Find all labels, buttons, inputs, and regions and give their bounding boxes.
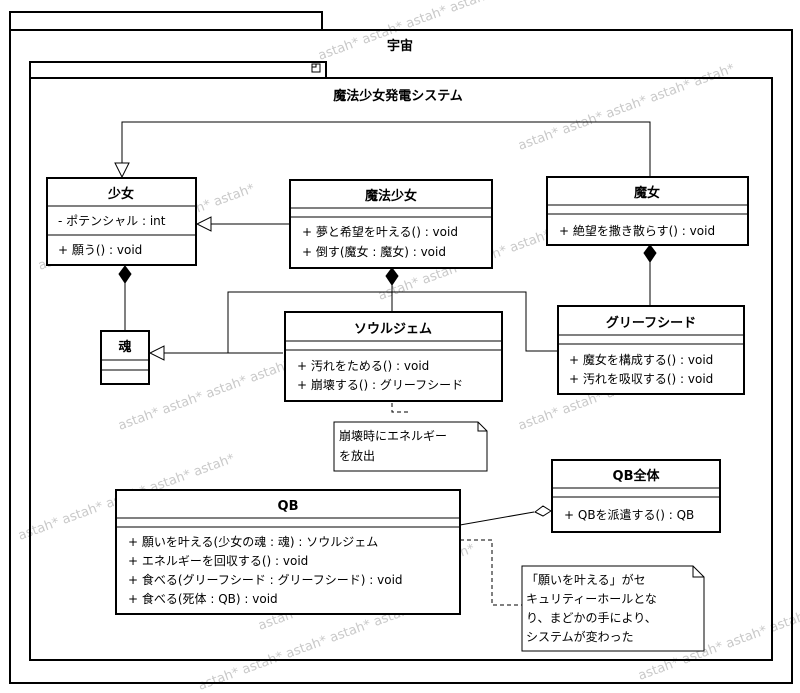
generalization-arrowhead: [195, 216, 212, 232]
note-line: キュリティーホールとな: [526, 592, 657, 606]
class-name: 少女: [107, 186, 134, 202]
class-soul-gem[interactable]: ソウルジェム + 汚れをためる() : void + 崩壊する() : グリーフ…: [284, 311, 503, 402]
class-name: QB全体: [613, 468, 661, 484]
operation: + 願う() : void: [58, 243, 142, 257]
operation: + 絶望を撒き散らす() : void: [559, 223, 715, 238]
class-name: 魔法少女: [365, 188, 417, 204]
composition-diamond: [643, 244, 657, 263]
operation: + 汚れをためる() : void: [297, 359, 429, 373]
note-collapse-energy[interactable]: 崩壊時にエネルギー を放出: [333, 421, 488, 472]
generalization-soul-tamashii[interactable]: [227, 291, 558, 354]
operation: + 汚れを吸収する() : void: [569, 372, 713, 386]
class-qb-zentai[interactable]: QB全体 + QBを派遣する() : QB: [551, 459, 721, 533]
operation: + 崩壊する() : グリーフシード: [297, 378, 463, 392]
operation: + 食べる(死体 : QB) : void: [128, 591, 278, 606]
operation: + エネルギーを回収する() : void: [128, 554, 308, 568]
operation: + 食べる(グリーフシード : グリーフシード) : void: [128, 572, 403, 587]
class-majo[interactable]: 魔女 + 絶望を撒き散らす() : void: [546, 176, 749, 246]
note-line: 崩壊時にエネルギー: [339, 429, 447, 443]
class-mahou-shoujo[interactable]: 魔法少女 + 夢と希望を叶える() : void + 倒す(魔女 : 魔女) :…: [289, 179, 493, 269]
operation: + 願いを叶える(少女の魂 : 魂) : ソウルジェム: [128, 534, 378, 549]
note-line: 「願いを叶える」がセ: [526, 572, 646, 587]
class-name: 魔女: [634, 185, 660, 201]
class-name: ソウルジェム: [354, 322, 432, 337]
generalization-majo-shoujo[interactable]: [121, 121, 651, 177]
class-grief-seed[interactable]: グリーフシード + 魔女を構成する() : void + 汚れを吸収する() :…: [557, 305, 745, 395]
generalization-arrowhead: [114, 162, 130, 179]
composition-diamond: [118, 265, 132, 284]
note-line: り、まどかの手により、: [526, 611, 657, 625]
note-anchor-wish: [460, 539, 522, 606]
package-system-label: 魔法少女発電システム: [333, 88, 463, 104]
package-mahou-shoujo-system[interactable]: 魔法少女発電システム: [29, 61, 773, 661]
generalization-arrowhead: [148, 345, 165, 361]
package-uchuu-label: 宇宙: [387, 38, 413, 54]
operation: + QBを派遣する() : QB: [564, 507, 694, 522]
composition-diamond: [385, 267, 399, 286]
class-shoujo[interactable]: 少女 - ポテンシャル : int + 願う() : void: [46, 177, 197, 266]
class-name: QB: [278, 499, 299, 514]
aggregation-qb-qbzentai[interactable]: [459, 511, 535, 526]
note-line: を放出: [339, 448, 375, 463]
watermark: astah* astah* astah* astah* astah*: [316, 0, 537, 64]
note-anchor-collapse: [391, 403, 410, 413]
class-name: 魂: [118, 339, 131, 355]
operation: + 魔女を構成する() : void: [569, 352, 713, 367]
package-icon: [311, 63, 321, 73]
watermark: astah* astah* astah* astah* astah*: [516, 61, 737, 154]
class-tamashii[interactable]: 魂: [100, 330, 150, 385]
package-uchuu[interactable]: 宇宙: [9, 11, 793, 684]
note-line: システムが変わった: [526, 629, 634, 644]
class-qb[interactable]: QB + 願いを叶える(少女の魂 : 魂) : ソウルジェム + エネルギーを回…: [115, 489, 461, 615]
operation: + 夢と希望を叶える() : void: [302, 224, 458, 239]
class-name: グリーフシード: [606, 315, 696, 331]
operation: + 倒す(魔女 : 魔女) : void: [302, 244, 446, 259]
aggregation-diamond: [534, 505, 552, 517]
note-wish-security-hole[interactable]: 「願いを叶える」がセ キュリティーホールとな り、まどかの手により、 システムが…: [521, 565, 705, 652]
attribute: - ポテンシャル : int: [58, 214, 166, 228]
relationships: [114, 121, 657, 606]
